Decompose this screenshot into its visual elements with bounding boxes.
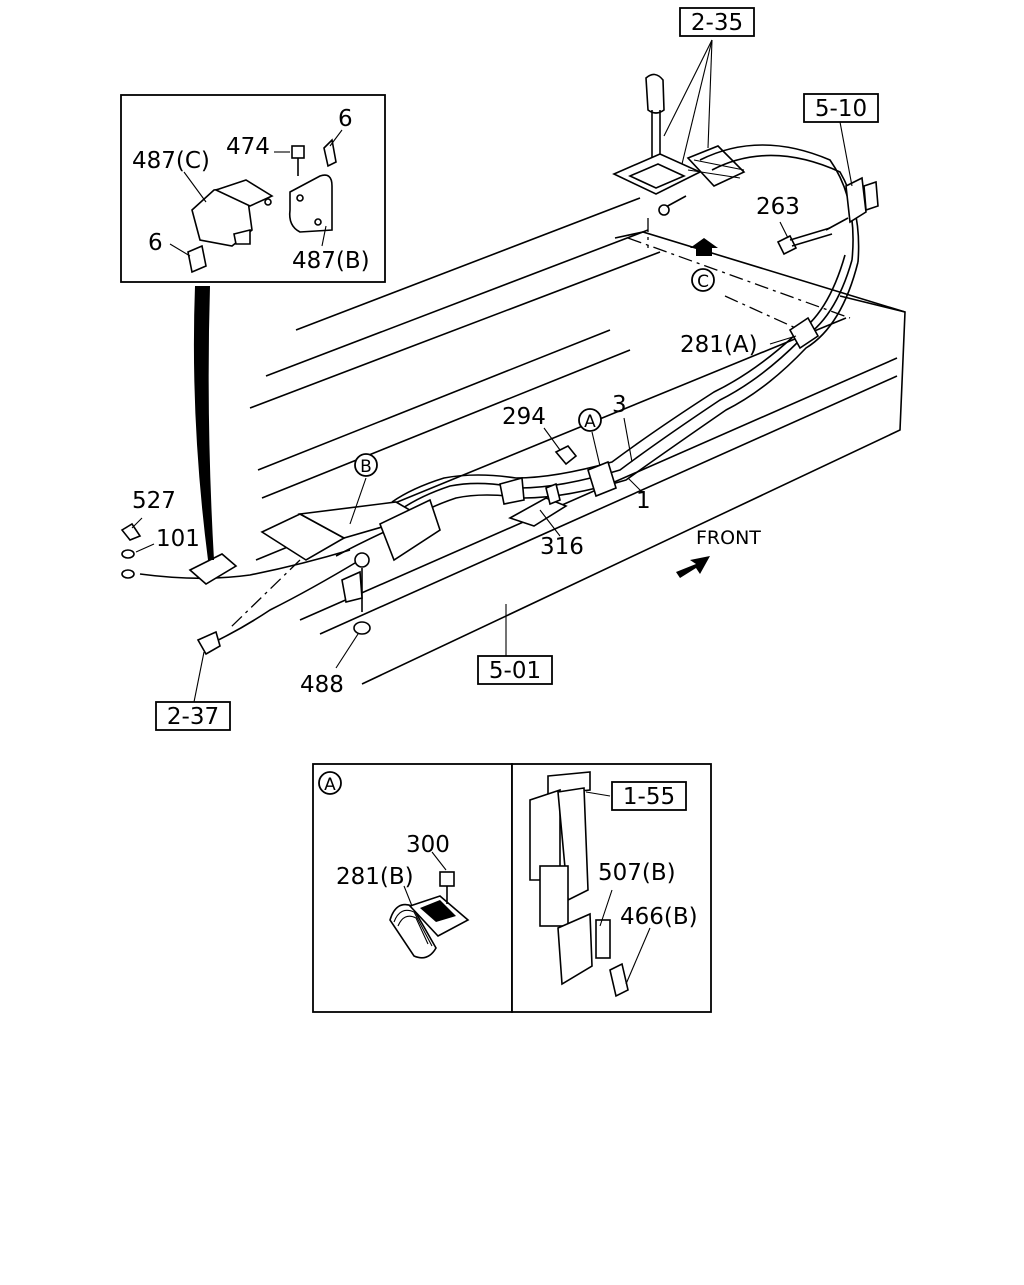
- shifter-assembly: [612, 73, 860, 263]
- floor-frame: [249, 197, 906, 685]
- callout-a-panel: A: [324, 775, 336, 795]
- label-487c: 487(C): [132, 148, 210, 174]
- callout-b: B: [354, 453, 378, 477]
- label-316: 316: [540, 534, 584, 560]
- detail-panel-a: A 300 281(B): [312, 763, 513, 1013]
- label-507b: 507(B): [598, 860, 676, 886]
- label-263: 263: [756, 194, 800, 220]
- label-281a: 281(A): [680, 332, 758, 358]
- label-488: 488: [300, 672, 344, 698]
- ref-label-1-55: 1-55: [623, 784, 675, 810]
- left-fittings: [120, 522, 238, 656]
- front-arrow-icon: [676, 556, 710, 578]
- label-474: 474: [226, 134, 270, 160]
- ref-label-5-01: 5-01: [489, 658, 541, 684]
- label-300: 300: [406, 832, 450, 858]
- label-294: 294: [502, 404, 546, 430]
- ref-label-2-37: 2-37: [167, 704, 219, 730]
- svg-text:A: A: [584, 412, 596, 432]
- label-1: 1: [636, 488, 651, 514]
- label-466b: 466(B): [620, 904, 698, 930]
- detail-panel-b: 1-55 507(B) 466(B): [511, 763, 712, 1013]
- detail-box-bracket: 487(C) 474 6 6 487(B): [120, 94, 386, 283]
- callout-c: C: [691, 268, 715, 292]
- bolt-263: [776, 227, 833, 256]
- svg-text:B: B: [360, 457, 372, 477]
- clip-281a: [788, 316, 820, 350]
- label-101: 101: [156, 526, 200, 552]
- leader-lines: [131, 39, 853, 703]
- ref-box-5-10[interactable]: 5-10: [803, 93, 879, 123]
- label-6-left: 6: [148, 230, 163, 256]
- label-3: 3: [612, 392, 627, 418]
- up-arrow-icon: [690, 238, 718, 256]
- clamp-a: [499, 460, 617, 505]
- nut-294: [554, 444, 578, 466]
- callout-a: A: [578, 408, 602, 432]
- label-281b: 281(B): [336, 864, 414, 890]
- label-527: 527: [132, 488, 176, 514]
- detail-leader: [193, 286, 214, 560]
- ref-label-2-35: 2-35: [691, 10, 743, 36]
- ref-box-2-35[interactable]: 2-35: [679, 7, 755, 37]
- nut-488: [353, 621, 371, 635]
- label-6-top: 6: [338, 106, 353, 132]
- cable-bracket-assembly: [260, 498, 441, 612]
- label-487b: 487(B): [292, 248, 370, 274]
- ref-box-2-37[interactable]: 2-37: [155, 701, 231, 731]
- svg-text:C: C: [697, 272, 709, 292]
- bracket-316: [508, 482, 568, 527]
- ref-box-5-01[interactable]: 5-01: [477, 655, 553, 685]
- ref-label-5-10: 5-10: [815, 96, 867, 122]
- bracket-5-10: [825, 176, 879, 231]
- label-front: FRONT: [696, 527, 761, 549]
